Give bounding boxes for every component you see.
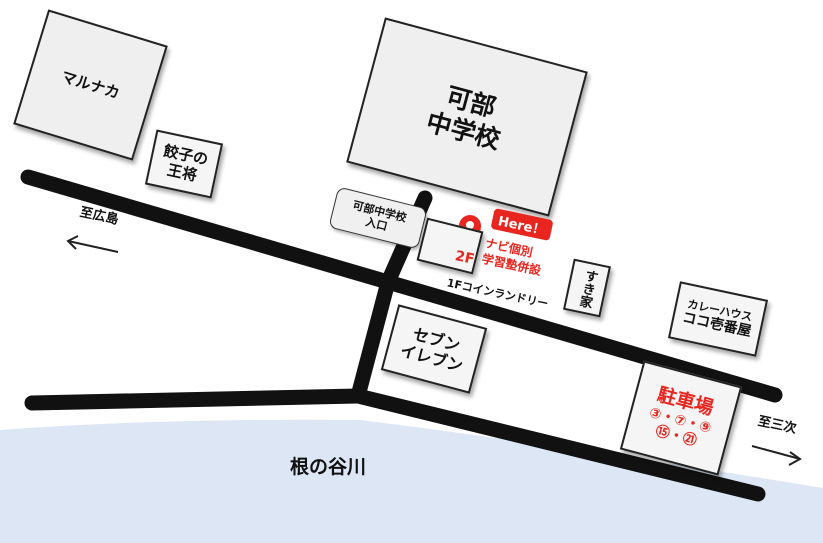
river <box>0 419 823 543</box>
road-main <box>20 169 783 403</box>
road-lower-left <box>24 388 366 411</box>
arrow-left-icon <box>66 235 119 253</box>
arrow-right-icon <box>751 445 802 466</box>
road-lower-right <box>350 388 766 502</box>
river-label: 根の谷川 <box>290 456 367 478</box>
